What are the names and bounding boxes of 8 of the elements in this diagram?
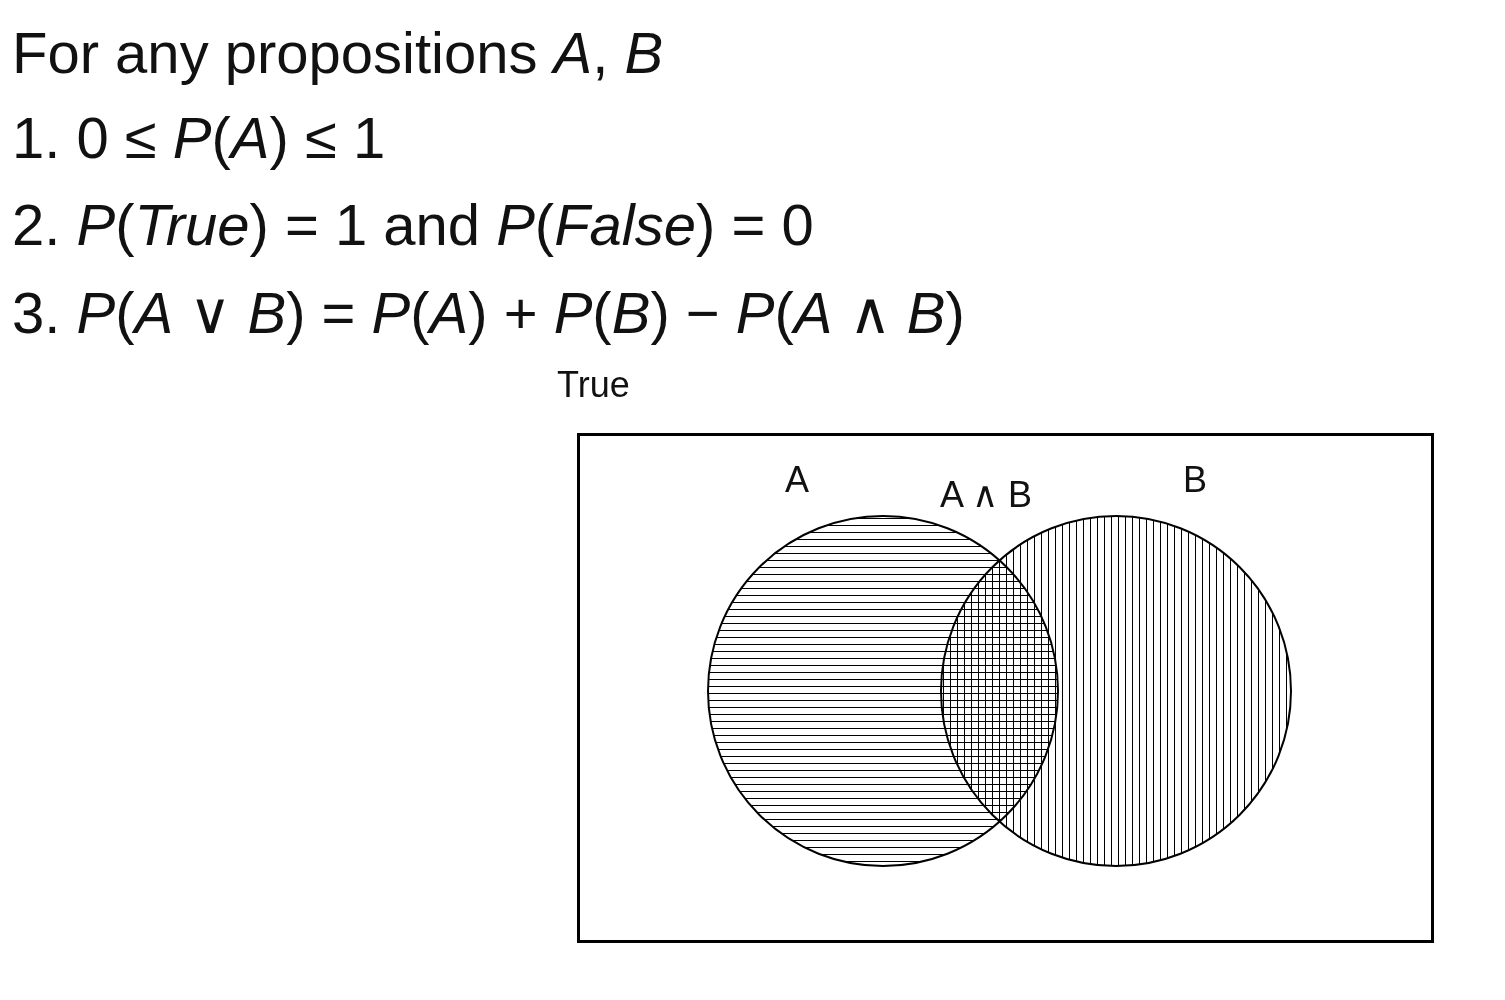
statement-text: For any propositions A, B — [12, 19, 664, 87]
region-label: A ∧ B — [940, 475, 1033, 515]
statement-text: 2. P(True) = 1 and P(False) = 0 — [12, 191, 814, 259]
set-label: B — [1183, 460, 1207, 500]
frame-title: True — [557, 365, 630, 405]
set-label: A — [785, 460, 809, 500]
statement-text: 1. 0 ≤ P(A) ≤ 1 — [12, 104, 386, 172]
statement-text: 3. P(A ∨ B) = P(A) + P(B) − P(A ∧ B) — [12, 279, 965, 347]
